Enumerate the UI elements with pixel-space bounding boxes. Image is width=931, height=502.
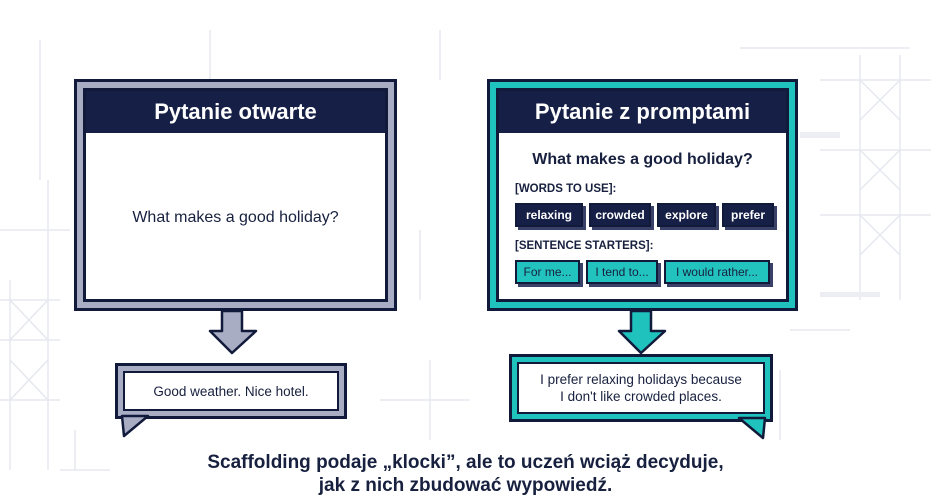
open-question-text: What makes a good holiday? [132, 209, 339, 226]
prompted-question-card: Pytanie z promptami What makes a good ho… [496, 88, 789, 302]
down-arrow-icon [208, 309, 258, 355]
open-answer-text: Good weather. Nice hotel. [123, 371, 339, 411]
speech-tail-icon [120, 414, 150, 438]
word-chip: explore [657, 203, 716, 227]
word-chip: relaxing [515, 203, 583, 227]
caption-line-1: Scaffolding podaje „klocki”, ale to ucze… [207, 452, 724, 473]
sentence-starters-label: [SENTENCE STARTERS]: [515, 240, 654, 252]
down-arrow-icon [617, 309, 667, 355]
prompted-question-text: What makes a good holiday? [532, 151, 753, 168]
open-question-title: Pytanie otwarte [86, 91, 385, 133]
starter-chip: I tend to... [586, 260, 658, 284]
caption-line-2: jak z nich zbudować wypowiedź. [318, 475, 613, 496]
open-question-panel: Pytanie otwarte What makes a good holida… [74, 79, 397, 311]
prompted-answer-text: I prefer relaxing holidays because I don… [517, 362, 765, 414]
words-to-use-label: [WORDS TO USE]: [515, 183, 617, 195]
prompted-answer-line-2: I don't like crowded places. [560, 389, 722, 404]
open-question-card: Pytanie otwarte What makes a good holida… [83, 88, 388, 302]
open-answer-bubble: Good weather. Nice hotel. [115, 363, 347, 419]
speech-tail-icon [737, 416, 767, 440]
word-chip: crowded [589, 203, 651, 227]
prompted-answer-bubble: I prefer relaxing holidays because I don… [509, 354, 773, 422]
starter-chip: For me... [515, 260, 580, 284]
word-chip: prefer [722, 203, 774, 227]
prompted-question-title: Pytanie z promptami [499, 91, 786, 133]
prompted-question-panel: Pytanie z promptami What makes a good ho… [487, 79, 798, 311]
starter-chip: I would rather... [664, 260, 770, 284]
prompted-answer-line-1: I prefer relaxing holidays because [540, 372, 742, 387]
